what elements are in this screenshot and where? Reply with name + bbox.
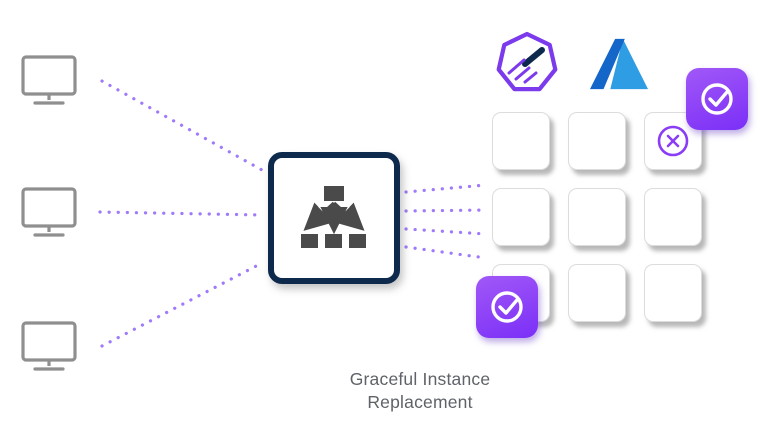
instance-cell [568,264,626,322]
check-circle-badge [476,276,538,338]
hierarchy-icon [301,186,366,248]
caption-line-1: Graceful Instance [349,369,491,389]
caption-line-2: Replacement [367,392,473,413]
load-balancer-box [268,152,400,284]
check-circle-icon [491,291,523,323]
heptagon-comet-logo [496,31,558,92]
monitor-icon [21,187,77,237]
connector-grid1 [404,183,488,194]
diagram-caption: Graceful Instance Replacement [300,368,540,414]
azure-logo [589,38,649,90]
x-circle-icon [657,125,689,157]
check-circle-icon [701,83,733,115]
instance-cell [568,112,626,170]
monitor-icon [21,55,77,105]
connector-grid3 [404,227,488,236]
instance-cell [568,188,626,246]
connector-client2 [98,210,264,217]
connector-grid2 [404,208,488,213]
check-circle-badge [686,68,748,130]
instance-cell [644,264,702,322]
monitor-icon [21,321,77,371]
instance-cell [644,188,702,246]
connector-client1 [100,79,264,172]
connector-grid4 [404,245,488,260]
instance-cell [492,112,550,170]
connector-client3 [100,261,264,348]
instance-cell [492,188,550,246]
